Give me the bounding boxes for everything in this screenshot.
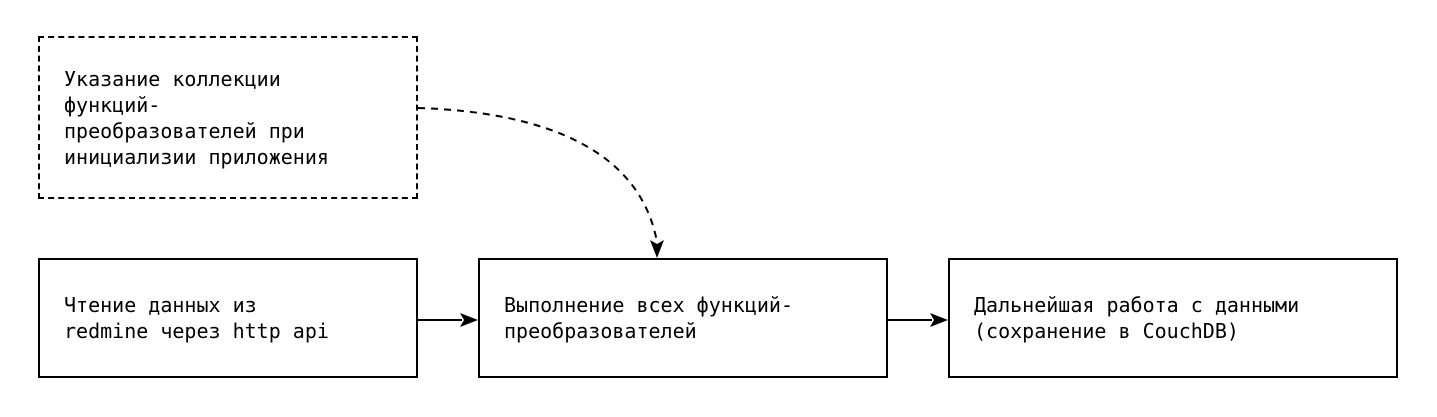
node-init-collection[interactable]: Указание коллекции функций- преобразоват… xyxy=(38,36,418,199)
edge-read-to-apply-arrowhead xyxy=(460,313,478,327)
edge-apply-to-further xyxy=(888,313,948,327)
node-init-collection-label: Указание коллекции функций- преобразоват… xyxy=(64,66,329,169)
node-apply-functions[interactable]: Выполнение всех функций- преобразователе… xyxy=(478,258,888,378)
edge-init-to-apply xyxy=(417,107,664,258)
edge-init-to-apply-curve xyxy=(417,107,658,243)
node-further-work-label: Дальнейшая работа с данными (сохранение … xyxy=(974,293,1300,343)
node-read-data[interactable]: Чтение данных из redmine через http api xyxy=(38,258,418,378)
node-further-work[interactable]: Дальнейшая работа с данными (сохранение … xyxy=(948,258,1398,378)
edge-init-to-apply-arrowhead xyxy=(650,240,664,258)
node-apply-functions-label: Выполнение всех функций- преобразователе… xyxy=(504,293,793,343)
edge-read-to-apply xyxy=(418,313,478,327)
node-read-data-label: Чтение данных из redmine через http api xyxy=(64,293,329,343)
edge-apply-to-further-arrowhead xyxy=(930,313,948,327)
